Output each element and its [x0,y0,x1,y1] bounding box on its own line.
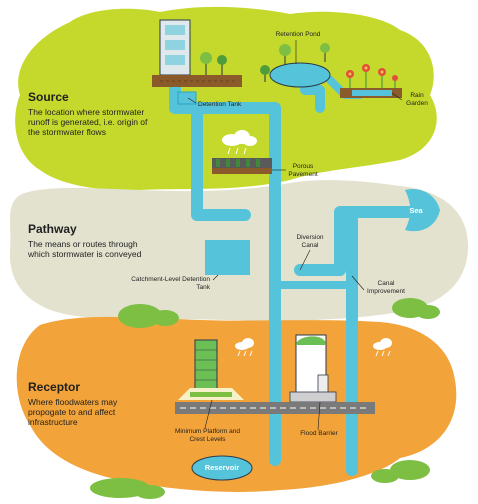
flood-barrier [289,391,337,403]
label-diversion-canal: Diversion Canal [296,234,324,249]
label-canal-improvement: Canal Improvement [367,280,405,295]
source-ground [152,75,242,87]
rain-garden [340,64,402,98]
receptor-building-right [295,334,329,398]
label-minimum-platform: Minimum Platform and Crest Levels [174,428,241,443]
label-detention-tank: Detention Tank [198,101,242,108]
pathway-title: Pathway [28,222,77,236]
leader-lines [187,40,403,431]
label-retention-pond: Retention Pond [275,31,321,38]
sea [405,188,440,232]
detention-tank [177,91,197,105]
label-catchment-detention-tank: Catchment-Level Detention Tank [131,276,210,291]
porous-pavement [212,158,272,174]
rain-cloud-right-icon [373,338,392,357]
label-flood-barrier: Flood Barrier [300,430,338,437]
receptor-title: Receptor [28,380,81,394]
receptor-description: Where floodwaters may propogate to and a… [28,397,118,427]
source-title: Source [28,90,69,104]
raised-platform [178,388,244,400]
label-rain-garden: Rain Garden [406,92,428,107]
catchment-detention-tank [205,240,250,275]
source-trees [200,43,330,82]
retention-pond [269,62,331,88]
label-reservoir: Reservoir [204,463,240,472]
pathway-text: Pathway The means or routes through whic… [28,222,148,259]
receptor-building-left [194,339,218,393]
source-description: The location where stormwater runoff is … [28,107,148,137]
bushes [90,298,440,499]
road [175,402,375,414]
label-sea: Sea [409,206,423,215]
cloud-icon [222,130,257,155]
source-zone [15,6,437,191]
reservoir [191,455,253,481]
rain-cloud-left-icon [235,338,254,357]
source-text: Source The location where stormwater run… [28,90,158,137]
source-building [159,19,191,76]
receptor-text: Receptor Where floodwaters may propogate… [28,380,148,427]
pathway-description: The means or routes through which stormw… [28,239,142,259]
label-porous-pavement: Porous Pavement [288,163,318,178]
